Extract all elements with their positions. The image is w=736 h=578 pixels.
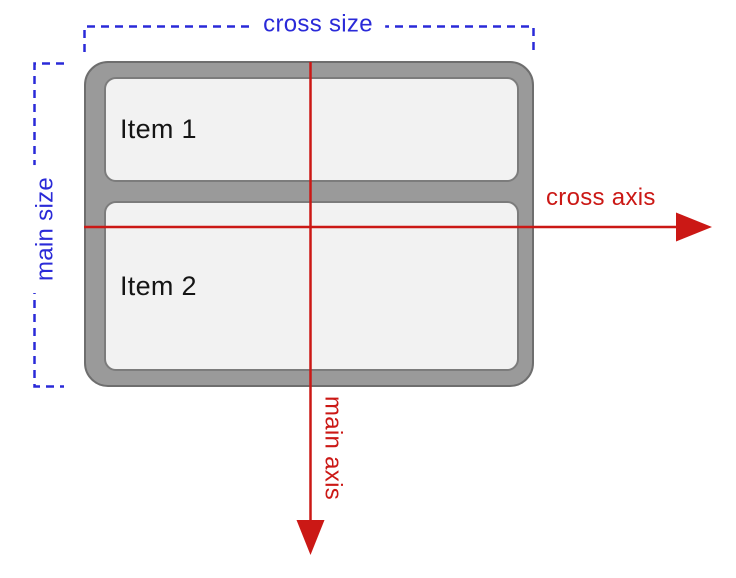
flex-item-1: Item 1 [104, 77, 519, 182]
flex-item-2: Item 2 [104, 201, 519, 371]
main-axis-arrowhead-icon [296, 520, 325, 555]
main-size-label: main size [31, 164, 61, 294]
cross-size-label: cross size [251, 10, 385, 40]
cross-axis-arrowhead-icon [676, 212, 712, 242]
flex-item-2-label: Item 2 [120, 270, 197, 301]
flex-item-1-label: Item 1 [120, 114, 197, 144]
flex-container: Item 1 Item 2 [84, 61, 534, 387]
main-axis-label: main axis [319, 395, 347, 501]
cross-axis-label: cross axis [546, 184, 656, 211]
